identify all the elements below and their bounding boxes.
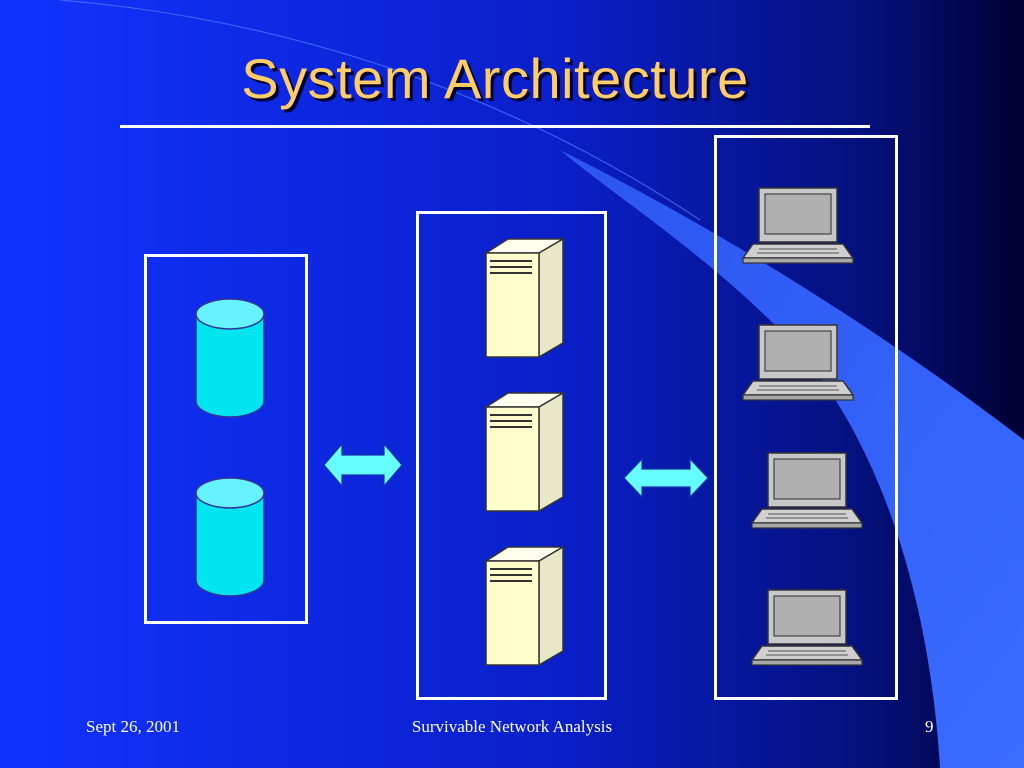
bidirectional-arrow-icon	[623, 457, 709, 499]
title-underline	[120, 125, 870, 128]
page-number: 9	[925, 717, 934, 736]
client-tier-box	[714, 135, 898, 700]
laptop-icon	[741, 187, 855, 264]
server-tier-box	[416, 211, 607, 700]
database-icon	[195, 298, 265, 418]
server-tower-icon	[484, 545, 566, 667]
laptop-icon	[750, 589, 864, 666]
laptop-icon	[750, 452, 864, 529]
footer-title: Survivable Network Analysis	[411, 717, 613, 736]
server-tower-icon	[484, 237, 566, 359]
bidirectional-arrow-icon	[323, 442, 403, 488]
footer-date: Sept 26, 2001	[86, 717, 180, 736]
database-icon	[195, 477, 265, 597]
slide-title: System Architecture	[241, 47, 749, 110]
server-tower-icon	[484, 391, 566, 513]
database-tier-box	[144, 254, 308, 624]
laptop-icon	[741, 324, 855, 401]
